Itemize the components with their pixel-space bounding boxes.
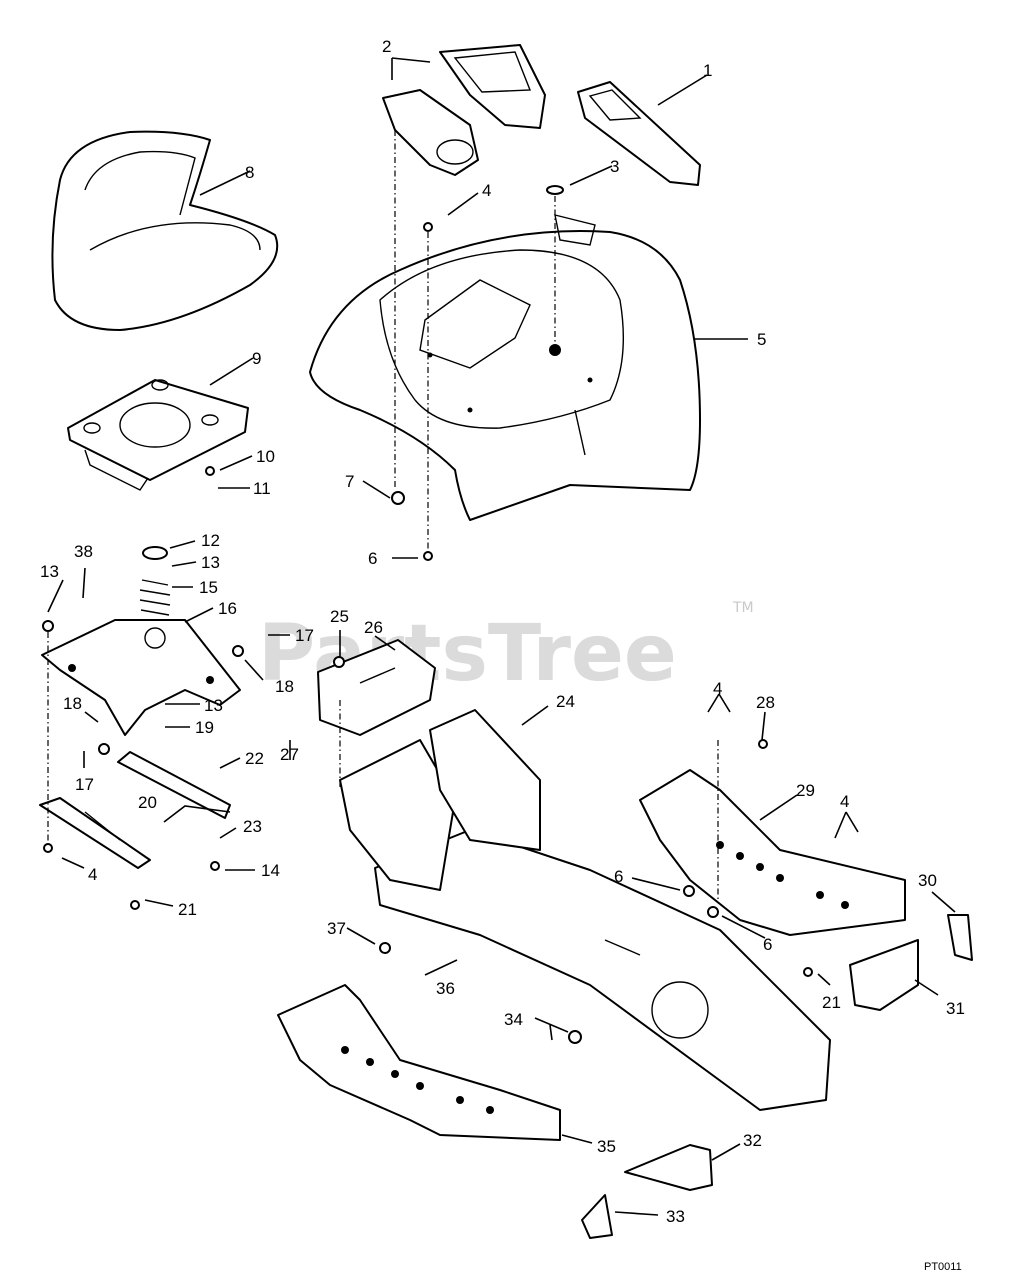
callout-28: 28 — [756, 693, 775, 712]
callout-34: 34 — [504, 1010, 523, 1029]
callout-4: 4 — [482, 181, 491, 200]
callout-36: 36 — [436, 979, 455, 998]
callout-22: 22 — [245, 749, 264, 768]
part-15-spring — [139, 546, 171, 616]
part-30-bracket — [947, 914, 973, 961]
callout-4: 4 — [713, 679, 722, 698]
callout-25: 25 — [330, 607, 349, 626]
callout-16: 16 — [218, 599, 237, 618]
leader-lines — [47, 57, 956, 1216]
callout-6: 6 — [763, 935, 772, 954]
callout-14: 14 — [261, 861, 280, 880]
callout-27: 27 — [280, 745, 299, 764]
alignment-lines — [47, 130, 719, 900]
callout-15: 15 — [199, 578, 218, 597]
callout-21: 21 — [178, 900, 197, 919]
callout-6: 6 — [614, 867, 623, 886]
callout-4: 4 — [88, 865, 97, 884]
part-29-footrest — [639, 769, 906, 936]
callout-33: 33 — [666, 1207, 685, 1226]
callout-10: 10 — [256, 447, 275, 466]
callout-6: 6 — [368, 549, 377, 568]
part-33-bracket — [581, 1194, 613, 1239]
callout-3: 3 — [610, 157, 619, 176]
callout-13: 13 — [201, 553, 220, 572]
part-35-footrest — [277, 984, 561, 1141]
callout-21: 21 — [822, 993, 841, 1012]
callout-37: 37 — [327, 919, 346, 938]
watermark-trademark: TM — [732, 600, 754, 616]
callout-17: 17 — [295, 626, 314, 645]
part-8-seat — [51, 130, 279, 331]
callout-38: 38 — [74, 542, 93, 561]
callout-23: 23 — [243, 817, 262, 836]
callout-18: 18 — [63, 694, 82, 713]
callout-1: 1 — [703, 61, 712, 80]
callout-20: 20 — [138, 793, 157, 812]
callout-24: 24 — [556, 692, 575, 711]
callout-19: 19 — [195, 718, 214, 737]
callout-13: 13 — [40, 562, 59, 581]
part-32-bracket — [624, 1144, 713, 1191]
part-20-rail — [117, 751, 231, 819]
callout-7: 7 — [345, 472, 354, 491]
part-5-fender — [309, 214, 701, 521]
callout-30: 30 — [918, 871, 937, 890]
part-4-rail — [39, 797, 151, 869]
callout-29: 29 — [796, 781, 815, 800]
callout-31: 31 — [946, 999, 965, 1018]
callout-13: 13 — [204, 696, 223, 715]
callout-12: 12 — [201, 531, 220, 550]
part-1-cover — [577, 81, 701, 186]
part-31-bracket — [849, 939, 919, 1011]
callout-17: 17 — [75, 775, 94, 794]
callout-5: 5 — [757, 330, 766, 349]
hardware — [42, 185, 813, 1044]
callout-32: 32 — [743, 1131, 762, 1150]
callout-numbers: 1 2 3 4 5 6 7 8 9 10 11 12 13 13 13 14 1… — [40, 37, 965, 1226]
reference-code: PT0011 — [924, 1261, 962, 1273]
part-16-bracket — [41, 619, 241, 736]
part-9-seat-pan — [67, 379, 249, 491]
callout-35: 35 — [597, 1137, 616, 1156]
callout-9: 9 — [252, 349, 261, 368]
callout-2: 2 — [382, 37, 391, 56]
part-36-frame — [339, 709, 831, 1111]
part-2-console — [382, 44, 546, 176]
callout-11: 11 — [253, 479, 271, 498]
part-26-bracket — [317, 639, 436, 736]
callout-8: 8 — [245, 163, 254, 182]
callout-26: 26 — [364, 618, 383, 637]
callout-18: 18 — [275, 677, 294, 696]
callout-4: 4 — [840, 792, 849, 811]
